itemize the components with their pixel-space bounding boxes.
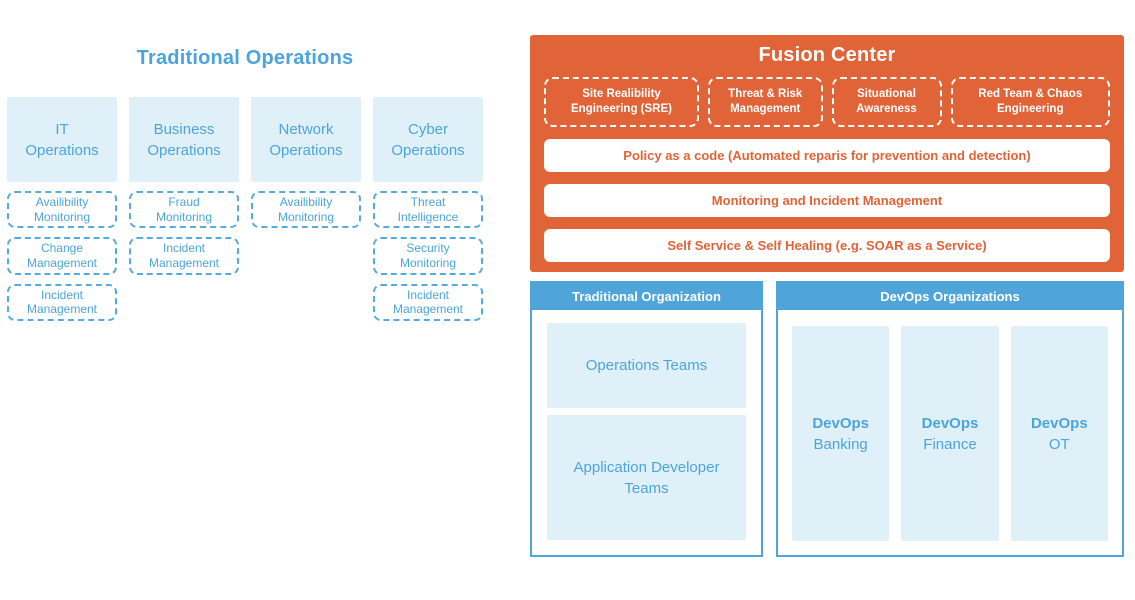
capability-threat-risk-management: Threat & Risk Management (708, 77, 823, 127)
traditional-organization-panel: Traditional Organization Operations Team… (530, 281, 763, 557)
devops-organizations-body: DevOps Banking DevOps Finance DevOps OT (778, 310, 1122, 557)
sub-box-security-monitoring: Security Monitoring (373, 237, 483, 275)
dept-label: Network Operations (269, 120, 343, 159)
devops-unit-line1: DevOps (921, 414, 979, 432)
devops-unit-line1: DevOps (812, 414, 870, 432)
capability-site-reliability-engineering: Site Realibility Engineering (SRE) (544, 77, 699, 127)
column-business-operations: Business Operations Fraud Monitoring Inc… (129, 97, 239, 321)
dept-box-network-operations: Network Operations (251, 97, 361, 182)
capability-red-team-chaos-engineering: Red Team & Chaos Engineering (950, 77, 1110, 127)
traditional-organization-header: Traditional Organization (532, 283, 761, 310)
column-it-operations: IT Operations Availibility Monitoring Ch… (7, 97, 117, 321)
devops-unit-line2: Banking (813, 435, 868, 453)
dept-box-it-operations: IT Operations (7, 97, 117, 182)
traditional-operations-title: Traditional Operations (136, 47, 354, 69)
dept-label: Business Operations (147, 120, 221, 159)
team-label: Application Developer Teams (573, 458, 720, 497)
devops-banking-box: DevOps Banking (792, 326, 890, 541)
column-cyber-operations: Cyber Operations Threat Intelligence Sec… (373, 97, 483, 321)
column-network-operations: Network Operations Availibility Monitori… (251, 97, 361, 321)
sub-box-threat-intelligence: Threat Intelligence (373, 191, 483, 229)
operations-teams-box: Operations Teams (547, 323, 746, 408)
devops-unit-line2: OT (1048, 435, 1070, 453)
devops-organizations-header: DevOps Organizations (778, 283, 1122, 310)
sub-box-incident-management: Incident Management (7, 283, 117, 321)
devops-ot-box: DevOps OT (1010, 326, 1108, 541)
dept-label: Cyber Operations (391, 120, 465, 159)
dept-box-business-operations: Business Operations (129, 97, 239, 182)
bar-monitoring-incident-management: Monitoring and Incident Management (544, 184, 1110, 217)
devops-organizations-panel: DevOps Organizations DevOps Banking DevO… (776, 281, 1124, 557)
dept-label: IT Operations (25, 120, 99, 159)
sub-box-availibility-monitoring: Availibility Monitoring (251, 191, 361, 229)
fusion-center-panel: Fusion Center Site Realibility Engineeri… (530, 35, 1124, 272)
capability-situational-awareness: Situational Awareness (831, 77, 942, 127)
devops-unit-line2: Finance (923, 435, 977, 453)
application-developer-teams-box: Application Developer Teams (547, 415, 746, 540)
sub-box-fraud-monitoring: Fraud Monitoring (129, 191, 239, 229)
bar-self-service-self-healing: Self Service & Self Healing (e.g. SOAR a… (544, 229, 1110, 262)
traditional-operations-columns: IT Operations Availibility Monitoring Ch… (7, 97, 483, 321)
sub-box-incident-management: Incident Management (373, 283, 483, 321)
sub-box-incident-management: Incident Management (129, 237, 239, 275)
sub-box-change-management: Change Management (7, 237, 117, 275)
devops-unit-line1: DevOps (1030, 414, 1088, 432)
fusion-capabilities-row: Site Realibility Engineering (SRE) Threa… (544, 77, 1110, 127)
traditional-organization-body: Operations Teams Application Developer T… (532, 310, 761, 540)
team-label: Operations Teams (585, 357, 708, 374)
sub-box-availibility-monitoring: Availibility Monitoring (7, 191, 117, 229)
dept-box-cyber-operations: Cyber Operations (373, 97, 483, 182)
fusion-center-title: Fusion Center (758, 44, 896, 66)
bar-policy-as-code: Policy as a code (Automated reparis for … (544, 139, 1110, 172)
devops-finance-box: DevOps Finance (901, 326, 999, 541)
